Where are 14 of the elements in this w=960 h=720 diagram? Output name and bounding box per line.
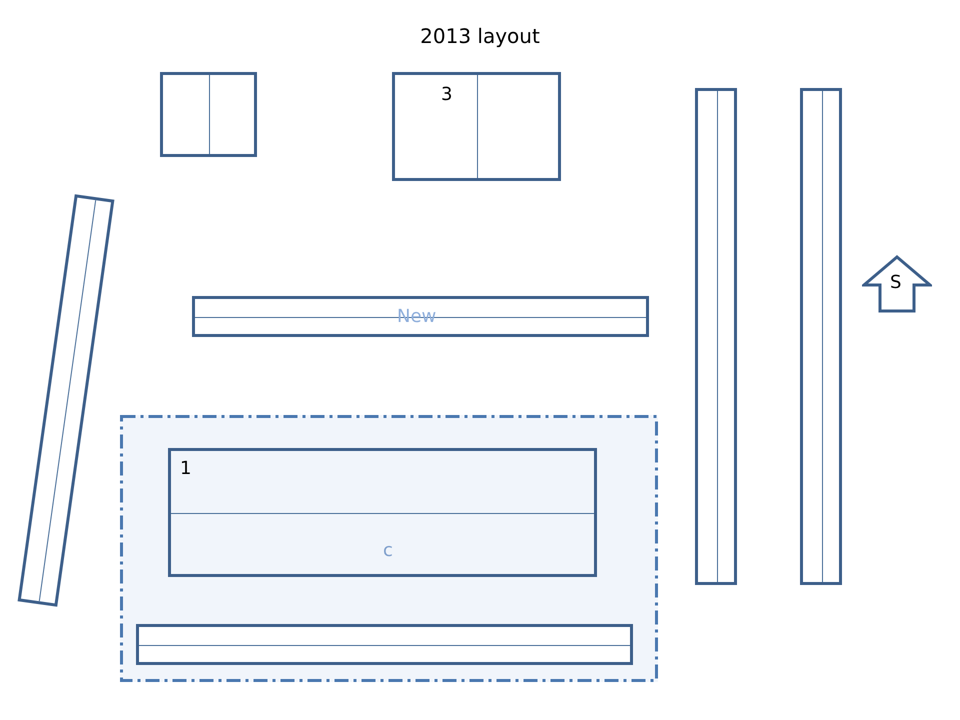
garden-bed [800, 88, 842, 585]
garden-bed [160, 72, 257, 157]
dashed-area [120, 415, 658, 682]
direction-arrow [862, 255, 932, 313]
garden-bed [168, 448, 597, 577]
garden-bed [392, 72, 561, 181]
bed-label: 3 [441, 85, 452, 105]
direction-label: S [890, 273, 902, 293]
garden-bed [695, 88, 737, 585]
garden-bed [136, 624, 633, 665]
bed-label: 1 [180, 459, 192, 479]
bed-label: c [383, 541, 393, 561]
diagram-title: 2013 layout [419, 24, 541, 48]
garden-bed [192, 296, 649, 337]
